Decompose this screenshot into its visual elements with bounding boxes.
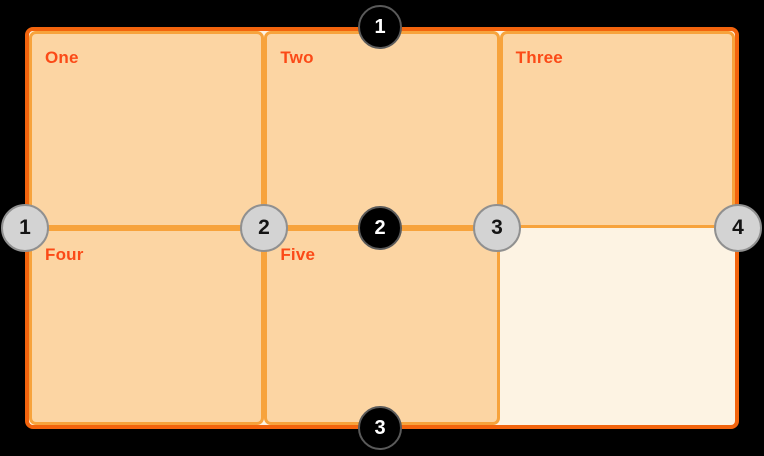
row-line-badge-1: 1 <box>358 5 402 49</box>
grid-cell-empty <box>500 228 735 425</box>
grid-cell-five: Five <box>264 228 500 425</box>
column-line-badge-4: 4 <box>714 204 762 252</box>
cell-label: Two <box>280 48 314 67</box>
column-line-badge-1: 1 <box>1 204 49 252</box>
row-line-badge-2: 2 <box>358 206 402 250</box>
cell-label: Three <box>515 48 563 67</box>
grid-cell-four: Four <box>29 228 265 425</box>
cell-label: Four <box>45 245 84 264</box>
column-line-badge-3: 3 <box>473 204 521 252</box>
grid-container: One Two Three Four Five <box>25 27 739 429</box>
grid-cell-three: Three <box>499 31 735 228</box>
grid-cell-one: One <box>29 31 265 228</box>
cell-label: One <box>45 48 79 67</box>
row-line-badge-3: 3 <box>358 406 402 450</box>
cell-label: Five <box>280 245 316 264</box>
grid-cell-two: Two <box>264 31 500 228</box>
column-line-badge-2: 2 <box>240 204 288 252</box>
